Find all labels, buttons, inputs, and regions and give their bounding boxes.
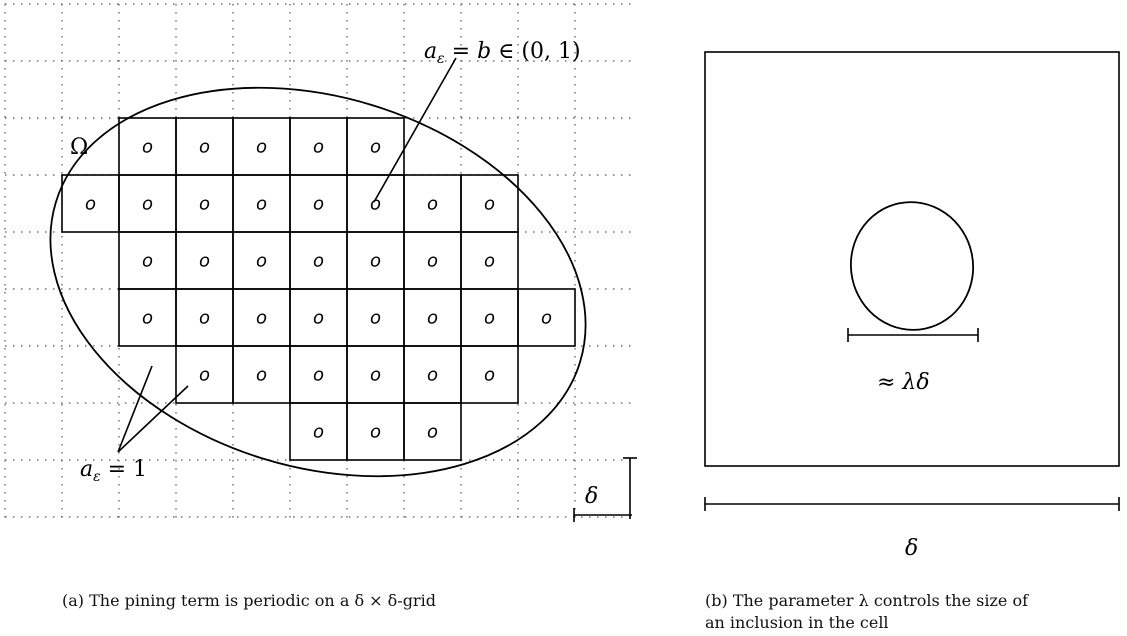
cell-inclusion-marker: o (199, 308, 210, 329)
cell-inclusion-marker: o (256, 194, 267, 215)
cell-inclusion-marker: o (427, 194, 438, 215)
cell-inclusion-marker: o (256, 308, 267, 329)
matrix-leader-line-2 (117, 385, 189, 453)
cell-inclusion-marker: o (199, 365, 210, 386)
cell-inclusion-marker: o (142, 137, 153, 158)
matrix-leader-line-1 (117, 365, 153, 453)
domain-ellipse (49, 86, 587, 478)
cell-size-bar (704, 497, 1120, 511)
cell-grid: o o o o o o o o o o o o o o o o o o o o o o o o o o o o o o o o o o o o o (61, 117, 576, 461)
cell-inclusion-marker: o (256, 365, 267, 386)
cell-inclusion-marker: o (427, 251, 438, 272)
cell-size-label-a: δ (585, 484, 598, 509)
cell-inclusion-marker: o (484, 251, 495, 272)
cell-inclusion-marker: o (313, 422, 324, 443)
cell-inclusion-marker: o (256, 137, 267, 158)
inclusion-size-bar (847, 328, 979, 342)
cell-inclusion-marker: o (85, 194, 96, 215)
cell-inclusion-marker: o (199, 251, 210, 272)
cell-inclusion-marker: o (370, 251, 381, 272)
cell-inclusion-marker: o (256, 251, 267, 272)
cell-inclusion-marker: o (199, 137, 210, 158)
inclusion-size-label: ≈ λδ (877, 370, 930, 395)
unit-cell-square (704, 51, 1120, 467)
cell-inclusion-marker: o (313, 137, 324, 158)
cell-inclusion-marker: o (142, 308, 153, 329)
cell-size-bracket (573, 457, 637, 522)
caption-b-line1: (b) The parameter λ controls the size of (705, 591, 1028, 610)
cell-inclusion-marker: o (370, 194, 381, 215)
cell-inclusion-marker: o (370, 422, 381, 443)
inclusion-label: aε = b ∈ (0, 1) (424, 39, 581, 67)
cell-inclusion-marker: o (313, 365, 324, 386)
cell-inclusion-marker: o (313, 308, 324, 329)
cell-inclusion-marker: o (313, 194, 324, 215)
cell-inclusion-marker: o (427, 365, 438, 386)
cell-inclusion-marker: o (142, 251, 153, 272)
domain-label: Ω (70, 135, 88, 160)
inclusion-circle (849, 201, 975, 331)
cell-inclusion-marker: o (370, 365, 381, 386)
cell-inclusion-marker: o (484, 308, 495, 329)
cell-inclusion-marker: o (313, 251, 324, 272)
caption-a: (a) The pining term is periodic on a δ ×… (62, 591, 436, 610)
inclusion-leader-line (373, 57, 457, 203)
cell-size-label-b: δ (905, 536, 918, 561)
cell-inclusion-marker: o (484, 194, 495, 215)
cell-inclusion-marker: o (142, 194, 153, 215)
cell-inclusion-marker: o (199, 194, 210, 215)
periodic-cell (460, 345, 519, 404)
caption-b-line2: an inclusion in the cell (705, 613, 889, 632)
matrix-label: aε = 1 (80, 457, 147, 485)
cell-inclusion-marker: o (370, 137, 381, 158)
cell-inclusion-marker: o (427, 308, 438, 329)
periodic-cell (517, 288, 576, 347)
periodic-cell (403, 402, 462, 461)
cell-inclusion-marker: o (484, 365, 495, 386)
cell-inclusion-marker: o (541, 308, 552, 329)
cell-inclusion-marker: o (370, 308, 381, 329)
cell-inclusion-marker: o (427, 422, 438, 443)
